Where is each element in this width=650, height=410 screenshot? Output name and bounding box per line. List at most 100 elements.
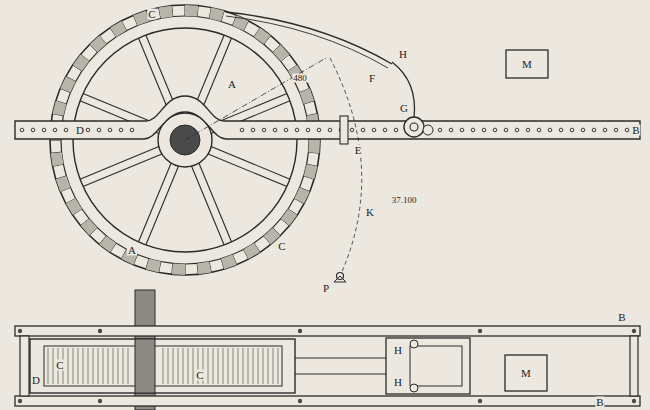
gear-wheel [83, 154, 162, 187]
plan-view [295, 373, 386, 374]
gear-wheel [209, 8, 224, 22]
lever-beam [86, 128, 90, 132]
plan-view [218, 348, 219, 384]
gear-wheel [211, 146, 290, 179]
plan-view [386, 338, 470, 394]
plan-view [108, 348, 109, 384]
plan-view [88, 348, 89, 384]
lever-beam [372, 128, 376, 132]
lever-beam [383, 128, 387, 132]
lever-beam [295, 128, 299, 132]
dimension: 37.100 [391, 196, 418, 205]
plan-view [20, 336, 29, 396]
lever-beam [273, 128, 277, 132]
lever-beam [31, 128, 35, 132]
gear-wheel [197, 262, 211, 275]
lever-beam [493, 128, 497, 132]
lever-beam [97, 128, 101, 132]
plan-view [298, 329, 302, 333]
part-letter: F [368, 73, 376, 84]
plan-view [278, 348, 279, 384]
part-letter: D [31, 375, 41, 386]
part-letter: H [393, 345, 403, 356]
lever-beam [119, 128, 123, 132]
part-letter: A [227, 79, 237, 90]
plan-view [410, 340, 418, 348]
lever-beam [350, 128, 354, 132]
lever-beam [64, 128, 68, 132]
part-letter: E [354, 145, 363, 156]
lever-beam [526, 128, 530, 132]
lever-beam [108, 128, 112, 132]
gear-wheel [294, 188, 309, 204]
plan-view [268, 348, 269, 384]
lever-beam [394, 128, 398, 132]
plan-view [223, 348, 224, 384]
gear-wheel [254, 28, 271, 44]
plan-view [53, 348, 54, 384]
lever-beam [625, 128, 629, 132]
plan-view [228, 348, 229, 384]
lever-arm [392, 62, 415, 118]
gear-wheel [300, 88, 315, 104]
lever-arm [185, 58, 326, 140]
lever-beam [438, 128, 442, 132]
plan-view [68, 348, 69, 384]
plan-view [173, 348, 174, 384]
gear-wheel [281, 209, 297, 226]
plan-view [178, 348, 179, 384]
gear-wheel [99, 236, 116, 252]
pulley [404, 117, 433, 137]
lever-beam [614, 128, 618, 132]
lever-arm [185, 12, 415, 276]
plan-view [295, 357, 386, 358]
plan-view [632, 399, 636, 403]
plan-view [410, 384, 418, 392]
weight [506, 50, 548, 78]
plan-view [478, 329, 482, 333]
plan-view [44, 346, 282, 386]
lever-beam [328, 128, 332, 132]
part-letter: A [127, 245, 137, 256]
plan-view [15, 290, 640, 410]
lever-beam [53, 128, 57, 132]
gear-wheel [80, 146, 159, 179]
part-letter: C [55, 360, 64, 371]
lever-beam [460, 128, 464, 132]
part-letter: M [520, 368, 532, 379]
lever-beam [251, 128, 255, 132]
dimension: 480 [292, 74, 308, 83]
pulley [410, 123, 418, 131]
lever-beam [559, 128, 563, 132]
lever-beam [603, 128, 607, 132]
lever-beam [240, 128, 244, 132]
part-letter: C [277, 241, 286, 252]
lever-beam [449, 128, 453, 132]
plan-view [273, 348, 274, 384]
lever-beam [592, 128, 596, 132]
plan-view [208, 348, 209, 384]
pulley [423, 125, 433, 135]
part-letter: H [393, 377, 403, 388]
plan-view [83, 348, 84, 384]
lever-beam [361, 128, 365, 132]
plan-view [30, 339, 295, 393]
lever-beam [15, 96, 640, 139]
plan-view [248, 348, 249, 384]
plan-view [118, 348, 119, 384]
gear-wheel [53, 101, 67, 116]
gear-wheel [207, 154, 286, 187]
part-letter: H [398, 49, 408, 60]
plan-view [410, 346, 462, 386]
plan-view [113, 348, 114, 384]
lever-beam [317, 128, 321, 132]
gear-wheel [81, 219, 98, 236]
pivot [334, 276, 346, 282]
pivot [334, 273, 346, 283]
plan-view [15, 396, 640, 406]
plan-view [253, 348, 254, 384]
plan-view [188, 348, 189, 384]
gear-wheel [172, 263, 185, 275]
plan-view [103, 348, 104, 384]
